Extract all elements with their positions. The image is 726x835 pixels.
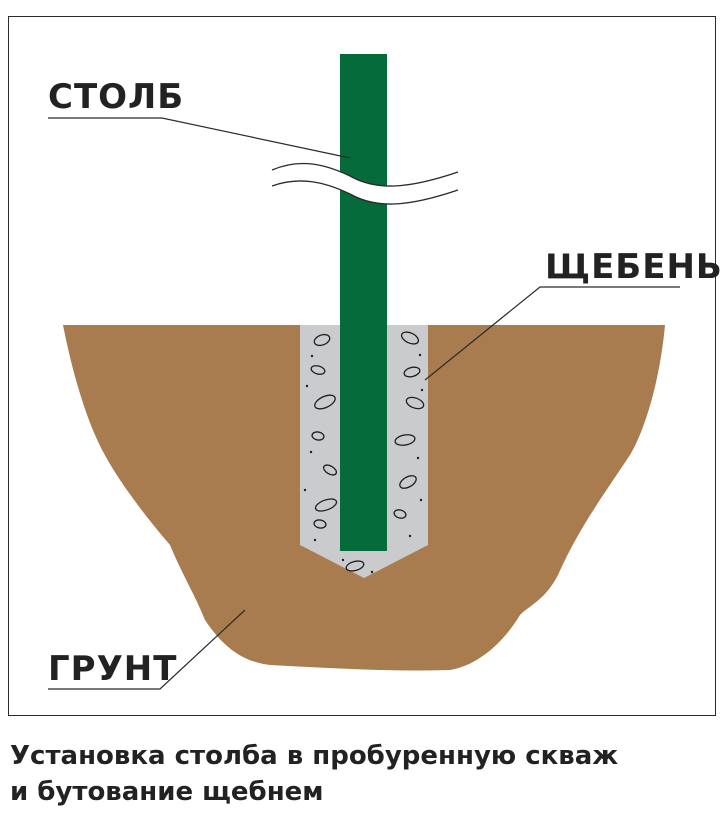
caption-line-1: Установка столба в пробуренную скваж: [10, 741, 619, 771]
leader-lines: [48, 117, 680, 690]
diagram-frame: [8, 16, 716, 716]
post-installation-diagram: СТОЛБ ЩЕБЕНЬ ГРУНТ: [48, 54, 723, 690]
soil-label: ГРУНТ: [48, 649, 177, 689]
gravel-leader-line: [424, 286, 680, 381]
post: [340, 54, 387, 551]
gravel-stones: [310, 331, 425, 572]
soil-leader-line: [48, 609, 246, 690]
post-label: СТОЛБ: [48, 77, 184, 117]
figure-caption: Установка столба в пробуренную скваж и б…: [10, 738, 726, 810]
caption-line-2: и бутование щебнем: [10, 777, 324, 807]
post-leader-line: [48, 117, 351, 159]
gravel-dots: [303, 353, 424, 574]
post-break-mark: [271, 162, 459, 205]
gravel-label: ЩЕБЕНЬ: [545, 247, 723, 287]
